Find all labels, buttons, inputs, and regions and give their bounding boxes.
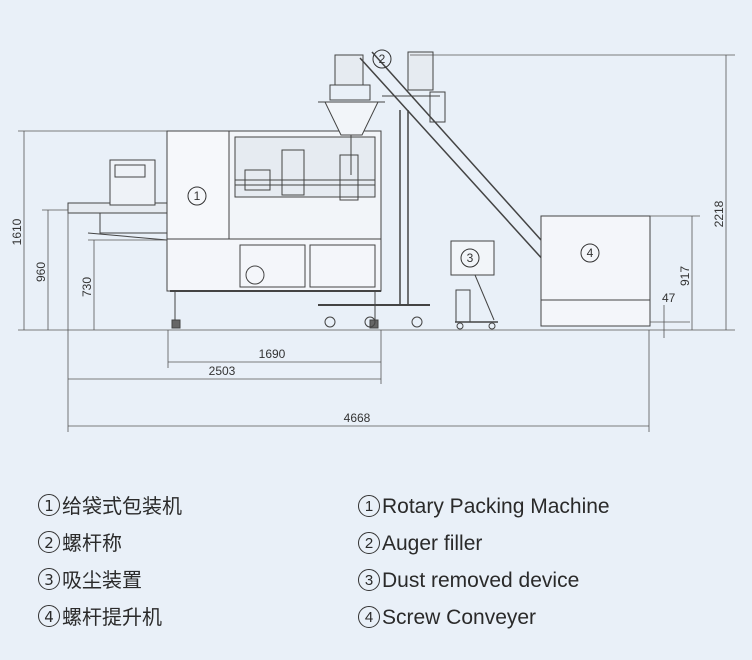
dim-machine-length: 1690 xyxy=(259,347,286,361)
dim-filler-height: 2218 xyxy=(712,200,726,227)
legend-cn-text: 给袋式包装机 xyxy=(62,494,182,518)
dim-conveyor-base-height: 47 xyxy=(662,291,676,305)
legend-cn-number: 2 xyxy=(38,531,60,553)
legend-en-number: 1 xyxy=(358,495,380,517)
legend-en-number: 3 xyxy=(358,569,380,591)
callout-4: 4 xyxy=(587,246,594,260)
packing-machine-base xyxy=(166,238,382,292)
legend-cn-number: 4 xyxy=(38,605,60,627)
legend-cn-text: 螺杆提升机 xyxy=(62,605,162,629)
screw-conveyer-tube xyxy=(359,57,546,263)
dim-table-height: 960 xyxy=(34,262,48,282)
legend-en-number: 2 xyxy=(358,532,380,554)
conveyer-hopper-tank xyxy=(540,215,651,327)
legend-en-text: Auger filler xyxy=(382,532,483,555)
legend-cn-number: 1 xyxy=(38,494,60,516)
dim-conveyor-top-height: 917 xyxy=(678,266,692,286)
legend-cn-text: 螺杆称 xyxy=(62,531,122,555)
legend-en-text: Dust removed device xyxy=(382,569,580,592)
dust-removed-device xyxy=(450,240,495,276)
legend-en-text: Screw Conveyer xyxy=(382,606,537,629)
auger-hopper xyxy=(324,101,379,136)
callout-2: 2 xyxy=(379,52,386,66)
legend-cn-number: 3 xyxy=(38,568,60,590)
legend-cn-text: 吸尘装置 xyxy=(62,568,142,592)
auger-motor xyxy=(334,54,364,86)
packing-machine-cabinet xyxy=(166,130,230,240)
callout-3: 3 xyxy=(467,251,474,265)
legend-en-text: Rotary Packing Machine xyxy=(382,495,610,518)
legend-en-number: 4 xyxy=(358,606,380,628)
dim-machine-with-feeder-length: 2503 xyxy=(209,364,236,378)
dim-overall-length: 4668 xyxy=(344,411,371,425)
callout-1: 1 xyxy=(194,189,201,203)
dim-platform-height: 730 xyxy=(80,277,94,297)
machine-layout-drawing: 1 2 3 4 1610 960 730 2218 917 47 1690 25… xyxy=(10,49,735,432)
dim-total-height: 1610 xyxy=(10,218,24,245)
